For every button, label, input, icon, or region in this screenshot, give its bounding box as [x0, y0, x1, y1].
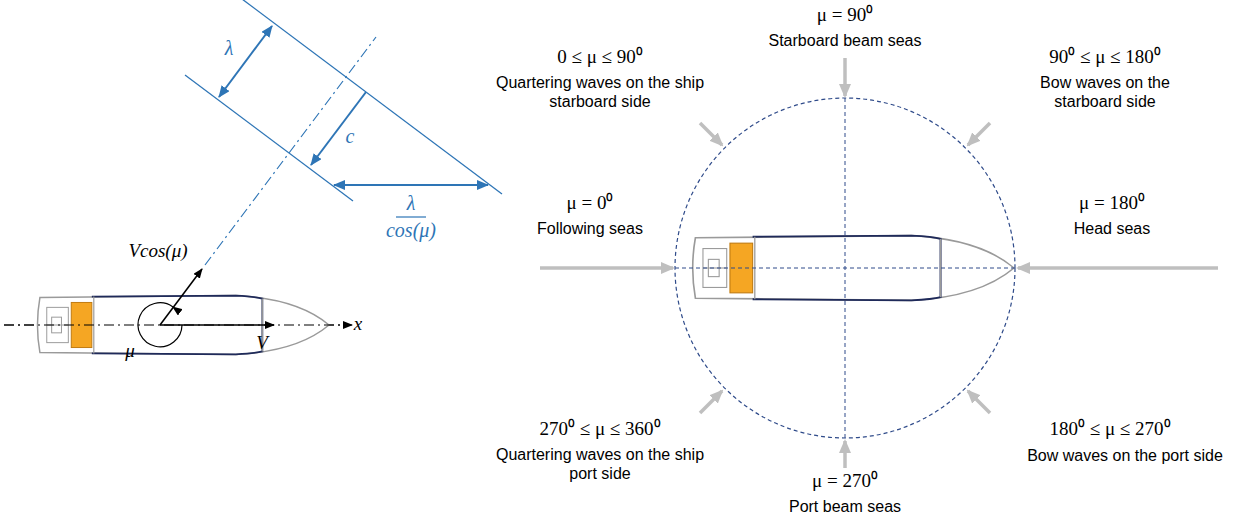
fraction-numerator: λ — [407, 191, 416, 215]
heading-value: μ = 270⁰ — [812, 470, 878, 493]
heading-range: 270⁰ ≤ μ ≤ 360⁰ — [539, 418, 660, 441]
velocity-component-label: Vcos(μ) — [128, 240, 187, 263]
heading-name: Bow waves on the starboard side — [1021, 73, 1189, 111]
heading-name: Following seas — [537, 219, 643, 238]
axis-label: x — [354, 313, 362, 336]
heading-value: μ = 0⁰ — [567, 192, 614, 215]
angle-label: μ — [125, 340, 135, 363]
heading-name: Quartering waves on the ship starboard s… — [484, 73, 716, 111]
heading-value: μ = 180⁰ — [1079, 192, 1145, 215]
wavelength-label: λ — [225, 36, 234, 60]
heading-range: 90⁰ ≤ μ ≤ 180⁰ — [1049, 46, 1161, 69]
heading-range: 180⁰ ≤ μ ≤ 270⁰ — [1049, 418, 1170, 441]
heading-range: 0 ≤ μ ≤ 90⁰ — [557, 46, 643, 69]
heading-name: Port beam seas — [789, 497, 901, 516]
heading-name: Bow waves on the port side — [1027, 446, 1223, 465]
velocity-label: V — [256, 332, 268, 355]
heading-name: Starboard beam seas — [769, 31, 922, 50]
fraction-denominator: cos(μ) — [386, 218, 436, 242]
heading-value: μ = 90⁰ — [817, 4, 873, 27]
heading-name: Quartering waves on the ship port side — [484, 445, 716, 483]
heading-name: Head seas — [1074, 219, 1151, 238]
celerity-label: c — [346, 124, 355, 148]
